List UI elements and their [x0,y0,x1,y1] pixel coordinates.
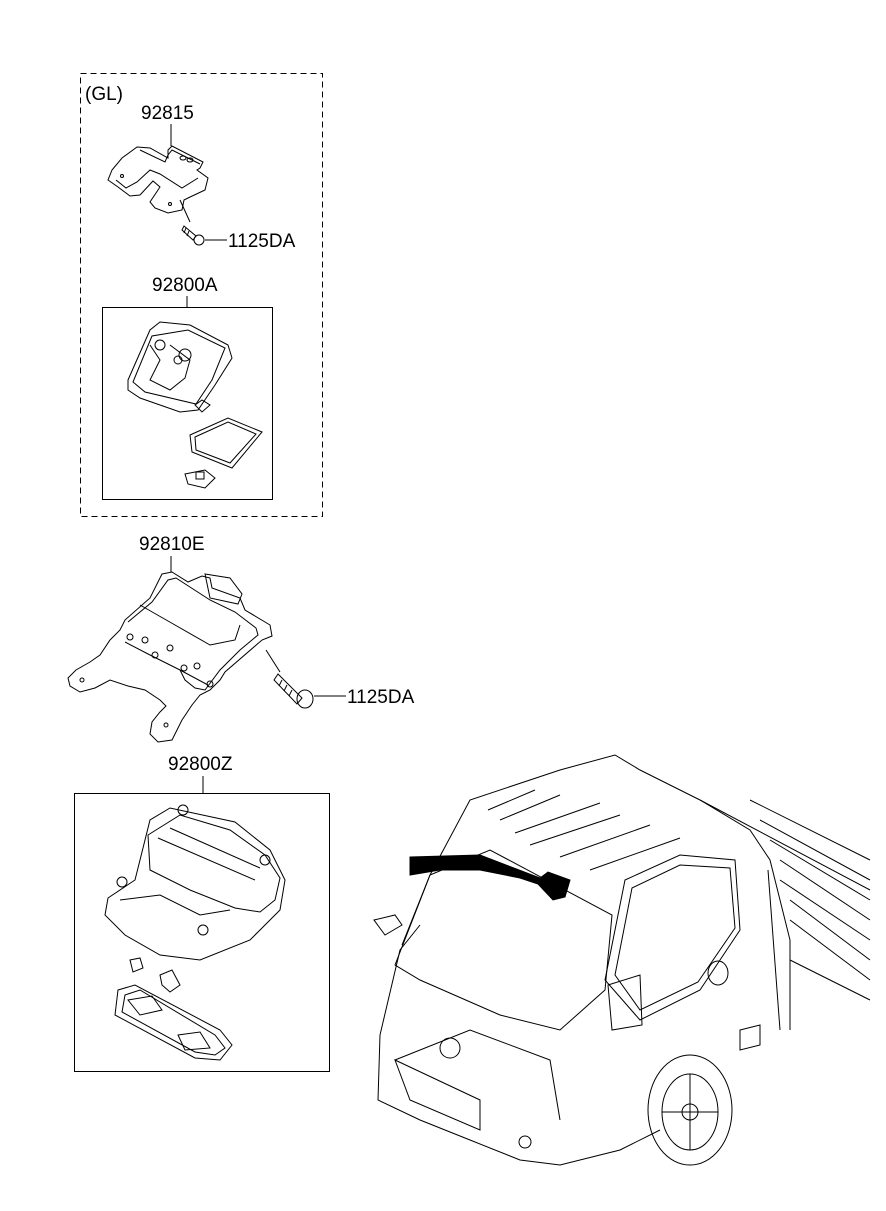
bracket-92815-drawing [107,124,209,223]
part-label-92800A[interactable]: 92800A [152,275,218,296]
part-label-92815[interactable]: 92815 [141,103,194,124]
screw-lower-drawing [273,673,346,709]
truck-drawing [373,754,871,1166]
bracket-92810E-drawing [67,571,281,743]
assembly-92800Z-box [74,793,330,1072]
part-label-1125DA-upper[interactable]: 1125DA [228,231,296,252]
part-label-92810E[interactable]: 92810E [139,534,205,555]
location-callout-marker [409,854,571,901]
assembly-92800A-box [102,307,273,500]
part-label-92800Z[interactable]: 92800Z [168,754,233,775]
lamp-92800Z-drawing [104,804,286,1061]
lamp-92800A-drawing [127,321,263,489]
gl-group-box [80,73,323,517]
part-label-1125DA-lower[interactable]: 1125DA [347,687,415,708]
group-label-gl: (GL) [85,84,123,105]
screw-upper-drawing [181,225,227,246]
